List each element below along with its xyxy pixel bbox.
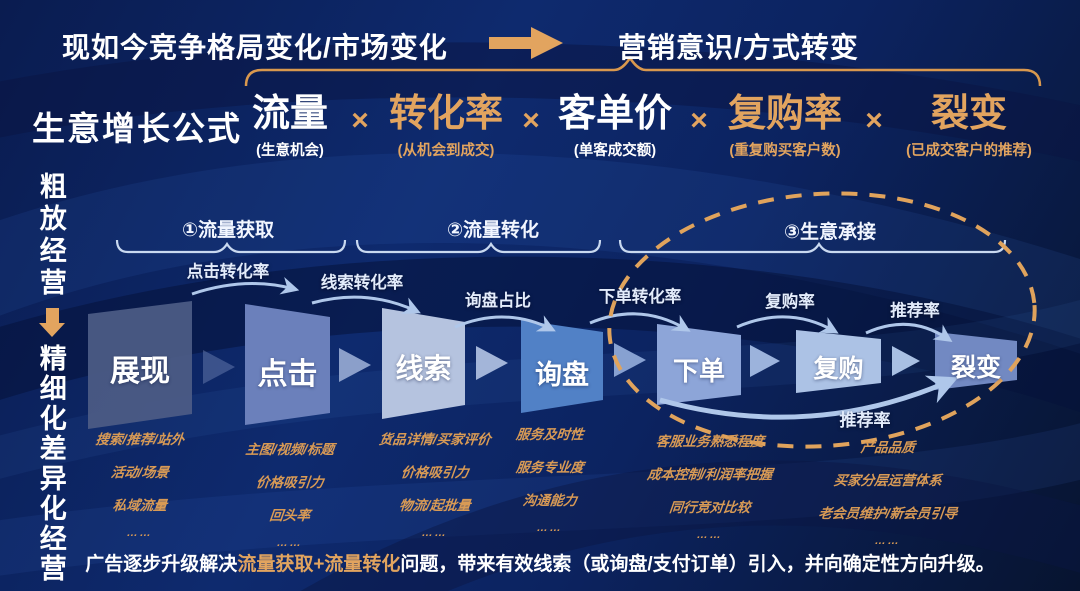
rail-bottom-text: 精细化差异化经营 bbox=[35, 344, 66, 584]
stage3-dashed-ellipse bbox=[607, 191, 1037, 449]
term-sub: (重复购买客户数) bbox=[729, 142, 841, 159]
rate-arc-2 bbox=[311, 295, 421, 314]
formula-term-kedanjia: 客单价 (单客成交额) bbox=[540, 93, 690, 160]
down-arrow-icon bbox=[46, 308, 59, 323]
header-left-title: 现如今竞争格局变化/市场变化 bbox=[62, 32, 448, 63]
funnel-label-zhanxian: 展现 bbox=[110, 355, 170, 388]
formula-overbrace bbox=[244, 55, 1042, 87]
connector-triangle-2 bbox=[339, 348, 371, 382]
stage-bracket-1 bbox=[115, 239, 347, 254]
rate-label-xunpan-zhanbi: 询盘占比 bbox=[465, 292, 531, 310]
connector-triangle-6 bbox=[892, 346, 920, 376]
formula-term-liuliang: 流量 (生意机会) bbox=[215, 93, 365, 160]
funnel-shape-liebian bbox=[935, 332, 1017, 390]
rate-arc-1 bbox=[191, 277, 300, 296]
list-item: 产品品质 bbox=[860, 440, 916, 455]
funnel-shape-xunpan bbox=[521, 320, 603, 413]
list-item: 客服业务熟悉程度 bbox=[655, 434, 765, 449]
formula-label: 生意增长公式 bbox=[32, 110, 242, 147]
list-item: 同行竞对比较 bbox=[668, 500, 752, 515]
rate-arc-4 bbox=[589, 312, 691, 332]
term-name: 流量 bbox=[251, 93, 328, 135]
connector-triangle-4 bbox=[614, 343, 646, 377]
rate-arc-5 bbox=[736, 315, 839, 334]
funnel-label-xiansuo: 线索 bbox=[395, 353, 452, 384]
term-sub: (已成交客户的推荐) bbox=[906, 142, 1032, 159]
list-item: 服务及时性 bbox=[515, 427, 585, 442]
term-name: 转化率 bbox=[388, 93, 503, 135]
funnel-shape-xiansuo bbox=[382, 308, 465, 419]
items-col-xiadan: 客服业务熟悉程度 成本控制/利润率把握 同行竞对比较 …… bbox=[610, 430, 810, 554]
stage-label-2: ②流量转化 bbox=[446, 220, 540, 241]
multiply-operator: × bbox=[522, 104, 540, 137]
items-col-zhanxian: 搜索/推荐/站外 活动/场景 私域流量 …… bbox=[55, 428, 225, 552]
term-name: 复购率 bbox=[727, 93, 842, 135]
list-item: 服务专业度 bbox=[515, 460, 585, 475]
term-name: 客单价 bbox=[557, 93, 672, 135]
multiply-operator: × bbox=[865, 104, 883, 137]
formula-term-liebian: 裂变 (已成交客户的推荐) bbox=[894, 93, 1044, 160]
list-item-ellipsis: …… bbox=[874, 535, 902, 547]
loop-arc-tuijianlv bbox=[659, 375, 959, 420]
loop-rate-label: 推荐率 bbox=[839, 411, 891, 430]
header-right-title: 营销意识/方式转变 bbox=[618, 32, 859, 63]
rate-arc-6 bbox=[865, 322, 953, 343]
funnel-label-xunpan: 询盘 bbox=[535, 360, 589, 390]
term-sub: (从机会到成交) bbox=[397, 142, 495, 159]
funnel-label-fugou: 复购 bbox=[813, 355, 864, 383]
funnel-label-liebian: 裂变 bbox=[950, 354, 1001, 382]
funnel-shape-dianji bbox=[245, 304, 330, 425]
list-item: 私域流量 bbox=[112, 498, 168, 513]
connector-triangle-5 bbox=[750, 345, 780, 377]
rate-label-xiansuo-zhuanhualv: 线索转化率 bbox=[320, 274, 404, 292]
footer-text-highlight: 流量获取+流量转化 bbox=[237, 554, 401, 575]
rate-label-tuijianlv: 推荐率 bbox=[890, 302, 940, 320]
list-item: 老会员维护/新会员引导 bbox=[817, 506, 959, 521]
funnel-label-xiadan: 下单 bbox=[672, 356, 725, 386]
term-name: 裂变 bbox=[930, 93, 1007, 135]
stage-bracket-2 bbox=[355, 239, 602, 254]
header-right-arrow-icon bbox=[489, 27, 563, 59]
items-col-fugou-liebian: 产品品质 买家分层运营体系 老会员维护/新会员引导 …… bbox=[783, 436, 993, 560]
multiply-operator: × bbox=[351, 104, 369, 137]
list-item-ellipsis: …… bbox=[696, 529, 724, 541]
multiply-operator: × bbox=[690, 104, 708, 137]
list-item: 成本控制/利润率把握 bbox=[646, 467, 774, 482]
footer-text-part1: 广告逐步升级解决 bbox=[85, 554, 238, 575]
rate-label-dianji-zhuanhualv: 点击转化率 bbox=[186, 263, 270, 281]
rate-label-fugoulv: 复购率 bbox=[765, 293, 815, 311]
funnel-shape-fugou bbox=[796, 330, 881, 393]
funnel-shape-zhanxian bbox=[88, 301, 192, 429]
list-item: 沟通能力 bbox=[522, 493, 578, 508]
funnel-label-dianji: 点击 bbox=[257, 358, 318, 391]
connector-triangle-1 bbox=[203, 350, 235, 384]
formula-term-zhuanhualv: 转化率 (从机会到成交) bbox=[371, 93, 521, 160]
formula-term-fugoulv: 复购率 (重复购买客户数) bbox=[710, 93, 860, 160]
footer-summary: 广告逐步升级解决流量获取+流量转化问题，带来有效线索（或询盘/支付订单）引入，并… bbox=[40, 549, 1040, 576]
list-item-ellipsis: …… bbox=[126, 527, 154, 539]
down-arrow-icon bbox=[39, 323, 65, 337]
rate-arc-3 bbox=[454, 315, 556, 332]
list-item: 搜索/推荐/站外 bbox=[94, 432, 185, 447]
term-sub: (生意机会) bbox=[256, 142, 324, 159]
term-sub: (单客成交额) bbox=[573, 142, 657, 159]
footer-text-part3: 问题，带来有效线索（或询盘/支付订单）引入，并向确定性方向升级。 bbox=[400, 554, 995, 575]
list-item: 活动/场景 bbox=[110, 465, 170, 480]
list-item: 买家分层运营体系 bbox=[833, 473, 943, 488]
rate-label-xiadan-zhuanhualv: 下单转化率 bbox=[598, 288, 682, 306]
funnel-shape-xiadan bbox=[657, 324, 741, 405]
connector-triangle-3 bbox=[476, 346, 508, 380]
rail-top-text: 粗放经营 bbox=[35, 172, 66, 300]
stage-label-1: ①流量获取 bbox=[181, 220, 275, 241]
list-item-ellipsis: …… bbox=[536, 522, 564, 534]
items-col-xunpan: 服务及时性 服务专业度 沟通能力 …… bbox=[470, 423, 630, 547]
stage-bracket-3 bbox=[618, 239, 1007, 254]
stage-label-3: ③生意承接 bbox=[783, 222, 877, 243]
